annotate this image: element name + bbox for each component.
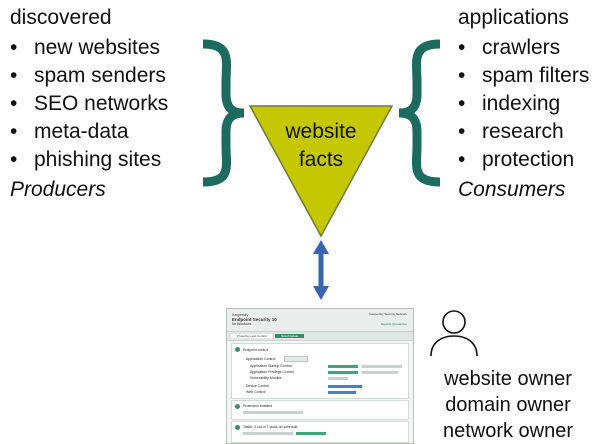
website-facts-triangle — [248, 105, 394, 238]
screenshot-ksn-link: Kaspersky Security Network — [369, 312, 407, 316]
status-ok-icon — [235, 404, 240, 409]
bullet-icon: • — [10, 92, 18, 115]
screenshot-subtitle: for Windows — [232, 322, 252, 326]
status-bar — [328, 385, 362, 388]
owners-list: website owner domain owner network owner — [418, 366, 598, 444]
list-item: •phishing sites — [10, 146, 168, 174]
status-bar — [328, 377, 348, 380]
producers-list: •new websites •spam senders •SEO network… — [10, 34, 168, 174]
app-screenshot: Kaspersky Endpoint Security 10 for Windo… — [226, 308, 414, 444]
bullet-icon: • — [10, 36, 18, 59]
bullet-icon: • — [10, 120, 18, 143]
row-label: Web Control — [246, 390, 266, 394]
section-title: Tasks: 3 out of 7 tasks on schedule — [243, 425, 298, 429]
row-label: Application Startup Control — [250, 364, 292, 368]
list-item: •SEO networks — [10, 90, 168, 118]
bullet-icon: • — [10, 148, 18, 171]
bullet-icon: • — [458, 148, 466, 171]
consumers-brace — [398, 39, 441, 187]
owner-item: network owner — [442, 420, 574, 442]
list-item: •crawlers — [458, 34, 589, 62]
tasks-panel: Tasks: 3 out of 7 tasks on schedule — [231, 421, 409, 443]
row-label: Vulnerability Monitor — [250, 376, 282, 380]
producers-header: discovered — [10, 6, 112, 29]
bullet-icon: • — [458, 36, 466, 59]
status-bar — [362, 371, 398, 374]
section-title: Endpoint control — [243, 348, 269, 352]
producers-label: Producers — [10, 178, 106, 201]
consumers-label: Consumers — [458, 178, 566, 201]
center-line-2: facts — [298, 148, 344, 171]
status-bar — [296, 432, 326, 435]
consumers-header: applications — [458, 6, 569, 29]
screenshot-reports-link: Reports Quarantine — [380, 322, 407, 326]
status-bar — [362, 365, 402, 368]
producers-brace — [202, 39, 245, 187]
row-label: Application Privilege Control — [250, 370, 294, 374]
status-bar — [328, 371, 358, 374]
screenshot-title-block: Kaspersky Endpoint Security 10 for Windo… — [232, 313, 277, 326]
bullet-icon: • — [458, 92, 466, 115]
double-arrow-icon — [313, 240, 329, 300]
status-bar — [328, 365, 358, 368]
screenshot-tabs: Protection and Control Scan/Update — [227, 332, 413, 341]
list-item: •research — [458, 118, 589, 146]
owner-item: domain owner — [445, 394, 571, 416]
list-item: •spam filters — [458, 62, 589, 90]
owner-item: website owner — [444, 368, 572, 390]
status-bar — [328, 391, 356, 394]
center-line-1: website — [285, 120, 357, 143]
status-bar — [243, 432, 293, 435]
endpoint-control-panel: Endpoint control Application Control App… — [231, 343, 409, 399]
row-label: Device Control — [246, 384, 269, 388]
list-item: •indexing — [458, 90, 589, 118]
status-ok-icon — [235, 425, 240, 430]
status-ok-icon — [235, 347, 240, 352]
screenshot-header: Kaspersky Endpoint Security 10 for Windo… — [227, 309, 413, 332]
bullet-icon: • — [458, 120, 466, 143]
consumers-list: •crawlers •spam filters •indexing •resea… — [458, 34, 589, 174]
list-item: •new websites — [10, 34, 168, 62]
tab-scan-update: Scan/Update — [275, 334, 305, 338]
section-title: Protection enabled — [243, 404, 273, 408]
list-item: •meta-data — [10, 118, 168, 146]
protection-panel: Protection enabled — [231, 400, 409, 420]
tab-protection: Protection and Control — [231, 334, 273, 338]
row-label: Application Control — [246, 357, 276, 361]
screenshot-brand: Kaspersky — [232, 313, 249, 317]
status-bar — [243, 411, 303, 414]
person-outline-icon — [430, 310, 478, 357]
screenshot-title: Endpoint Security 10 — [232, 317, 277, 322]
bullet-icon: • — [458, 64, 466, 87]
list-item: •protection — [458, 146, 589, 174]
privileges-button — [284, 356, 308, 362]
list-item: •spam senders — [10, 62, 168, 90]
bullet-icon: • — [10, 64, 18, 87]
